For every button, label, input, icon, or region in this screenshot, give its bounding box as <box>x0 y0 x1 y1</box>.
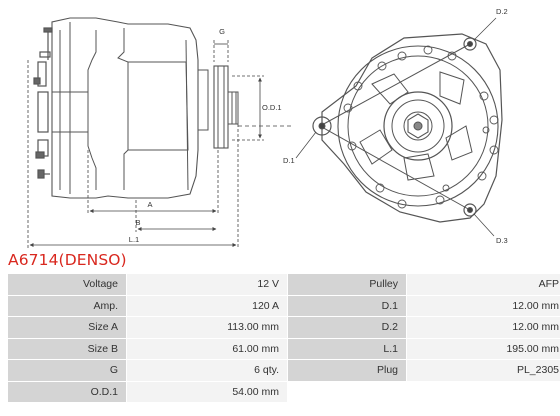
label-d3: D.3 <box>496 236 508 245</box>
spec-label: Voltage <box>8 274 126 295</box>
spec-value: 120 A <box>127 295 287 316</box>
spec-label: D.2 <box>288 317 406 338</box>
table-row: Size B 61.00 mm L.1 195.00 mm <box>8 338 560 359</box>
spec-value: 12.00 mm <box>407 295 560 316</box>
spec-label: Pulley <box>288 274 406 295</box>
table-row: G 6 qty. Plug PL_2305 <box>8 360 560 381</box>
spec-value: 6 qty. <box>127 360 287 381</box>
spec-value: 195.00 mm <box>407 338 560 359</box>
dimension-lines <box>27 40 292 248</box>
spec-value: 54.00 mm <box>127 381 287 402</box>
spec-value: PL_2305 <box>407 360 560 381</box>
empty-cell <box>407 381 560 402</box>
leader-lines <box>295 17 497 237</box>
table-row: O.D.1 54.00 mm <box>8 381 560 402</box>
spec-value: AFP <box>407 274 560 295</box>
spec-label: Size B <box>8 338 126 359</box>
spec-value: 12 V <box>127 274 287 295</box>
alternator-side-view <box>33 17 239 199</box>
dimension-labels: A B L.1 G O.D.1 D.1 D.2 D.3 <box>129 7 508 245</box>
spec-label: Plug <box>288 360 406 381</box>
technical-drawing: A B L.1 G O.D.1 D.1 D.2 D.3 <box>27 7 508 248</box>
label-d2: D.2 <box>496 7 508 16</box>
alternator-front-view <box>312 33 503 223</box>
table-row: Size A 113.00 mm D.2 12.00 mm <box>8 317 560 338</box>
spec-label: Size A <box>8 317 126 338</box>
label-od1: O.D.1 <box>262 103 282 112</box>
part-title: A6714(DENSO) <box>8 251 127 269</box>
label-a: A <box>147 200 152 209</box>
label-d1: D.1 <box>283 156 295 165</box>
label-g: G <box>219 27 225 36</box>
spec-label: L.1 <box>288 338 406 359</box>
table-row: Amp. 120 A D.1 12.00 mm <box>8 295 560 316</box>
spec-label: Amp. <box>8 295 126 316</box>
spec-label: G <box>8 360 126 381</box>
spec-value: 113.00 mm <box>127 317 287 338</box>
label-b: B <box>135 218 140 227</box>
spec-label: O.D.1 <box>8 381 126 402</box>
label-l1: L.1 <box>129 235 139 244</box>
spec-value: 61.00 mm <box>127 338 287 359</box>
spec-label: D.1 <box>288 295 406 316</box>
empty-cell <box>288 381 406 402</box>
spec-table: Voltage 12 V Pulley AFP Amp. 120 A D.1 1… <box>7 273 560 403</box>
table-row: Voltage 12 V Pulley AFP <box>8 274 560 295</box>
spec-value: 12.00 mm <box>407 317 560 338</box>
